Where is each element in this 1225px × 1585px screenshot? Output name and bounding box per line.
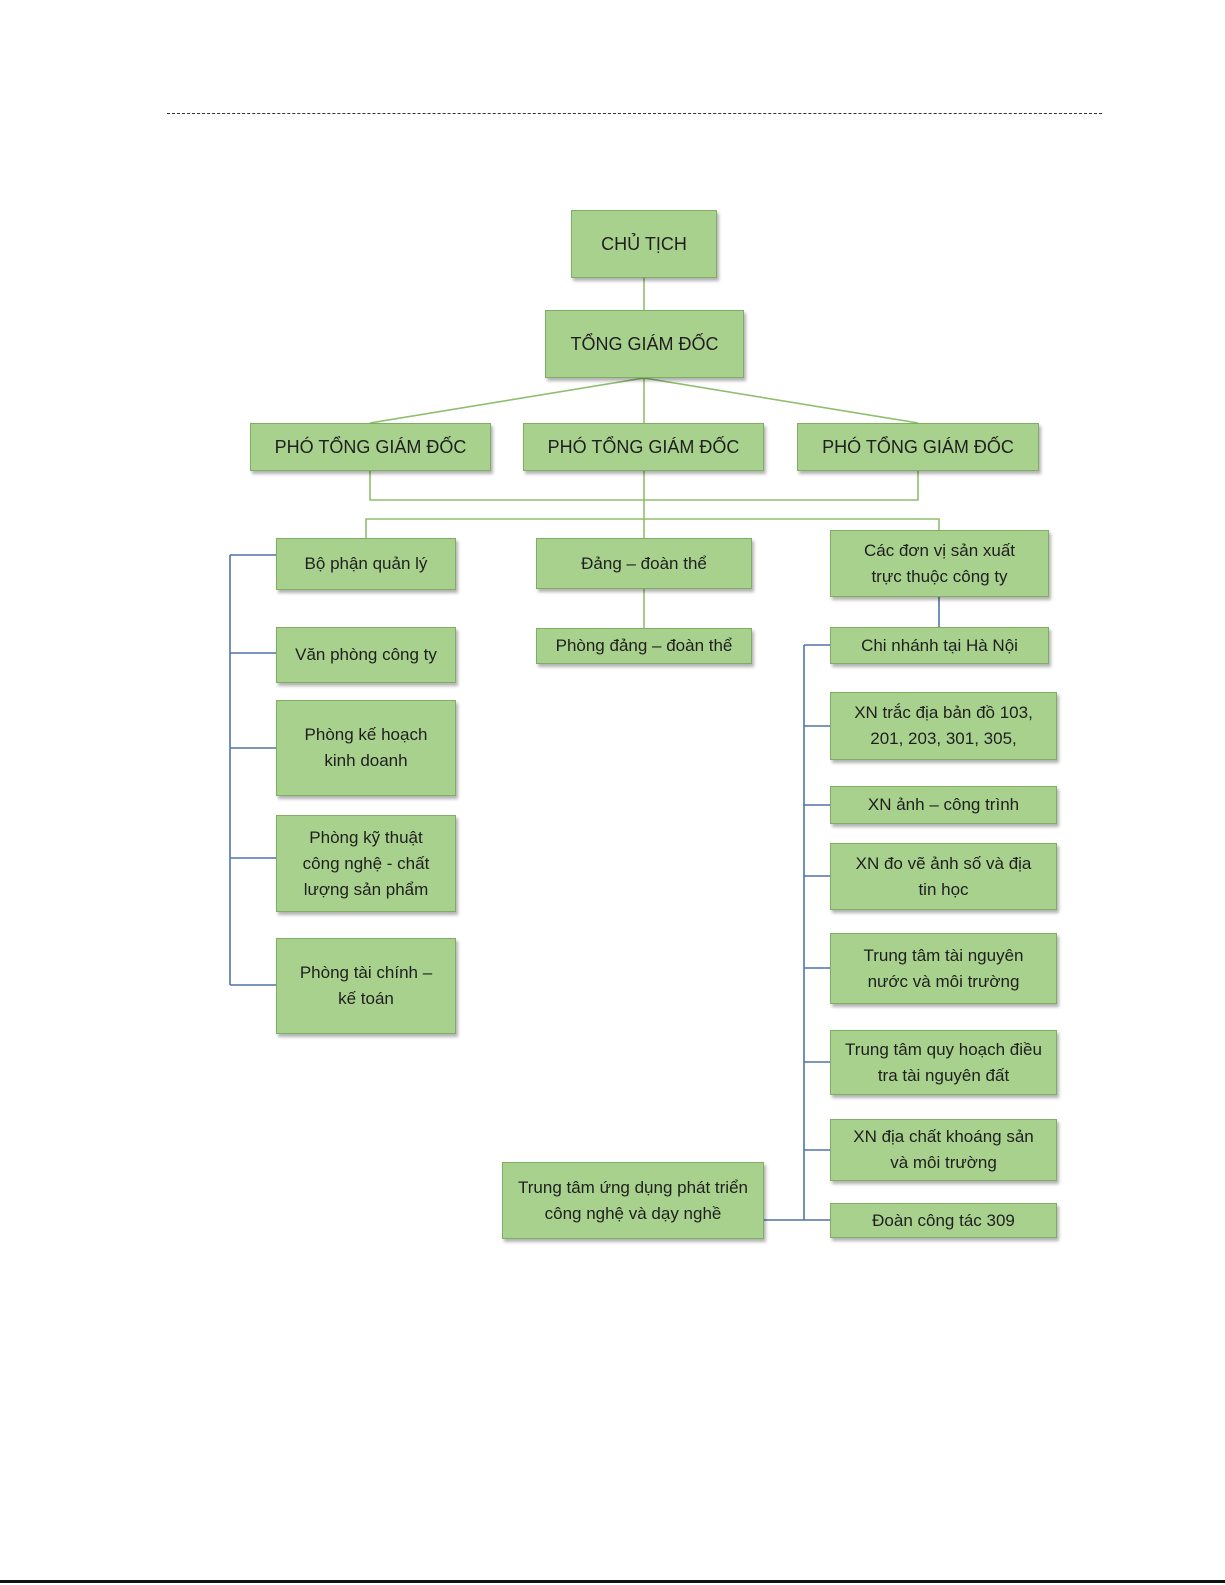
production-unit-box: Chi nhánh tại Hà Nội — [830, 627, 1049, 664]
chairman-box: CHỦ TỊCH — [571, 210, 717, 278]
party-union-label: Đảng – đoàn thể — [581, 553, 707, 573]
production-unit-box: Trung tâm tài nguyên nước và môi trường — [830, 933, 1057, 1004]
management-unit-box: Phòng kỹ thuật công nghệ - chất lượng sả… — [276, 815, 456, 912]
production-unit-label: XN ảnh – công trình — [867, 795, 1020, 814]
production-unit-label: Trung tâm quy hoạch điều tra tài nguyên … — [845, 1039, 1042, 1085]
footer-rule — [0, 1580, 1225, 1583]
production-unit-label: Chi nhánh tại Hà Nội — [861, 635, 1018, 655]
party-unit-label: Phòng đảng – đoàn thể — [555, 636, 733, 655]
production-unit-label: XN trắc địa bản đồ 103, 201, 203, 301, 3… — [854, 703, 1033, 748]
deputy-director-label: PHÓ TỔNG GIÁM ĐỐC — [547, 437, 740, 457]
deputy-director-label: PHÓ TỔNG GIÁM ĐỐC — [822, 437, 1014, 457]
deputy-director-box-3: PHÓ TỔNG GIÁM ĐỐC — [797, 423, 1039, 471]
production-units-label: Các đơn vị sản xuất trực thuộc công ty — [864, 540, 1015, 586]
production-unit-box: XN địa chất khoáng sản và môi trường — [830, 1119, 1057, 1181]
management-department-box: Bộ phận quản lý — [276, 538, 456, 590]
production-unit-box: XN đo vẽ ảnh số và địa tin học — [830, 843, 1057, 910]
production-unit-label: Trung tâm tài nguyên nước và môi trường — [863, 945, 1024, 991]
management-unit-box: Phòng tài chính – kế toán — [276, 938, 456, 1034]
production-unit-box: Đoàn công tác 309 — [830, 1203, 1057, 1238]
production-unit-label: Đoàn công tác 309 — [872, 1210, 1015, 1230]
general-director-label: TỔNG GIÁM ĐỐC — [570, 334, 719, 354]
general-director-box: TỔNG GIÁM ĐỐC — [545, 310, 744, 378]
party-union-box: Đảng – đoàn thể — [536, 538, 752, 589]
management-department-label: Bộ phận quản lý — [304, 554, 428, 573]
deputy-director-label: PHÓ TỔNG GIÁM ĐỐC — [274, 437, 467, 457]
deputy-director-box-2: PHÓ TỔNG GIÁM ĐỐC — [523, 423, 764, 471]
management-unit-box: Phòng kế hoạch kinh doanh — [276, 700, 456, 796]
production-unit-box: XN trắc địa bản đồ 103, 201, 203, 301, 3… — [830, 692, 1057, 760]
management-unit-box: Văn phòng công ty — [276, 627, 456, 683]
management-unit-label: Phòng kỹ thuật công nghệ - chất lượng sả… — [302, 827, 430, 899]
deputy-director-box-1: PHÓ TỔNG GIÁM ĐỐC — [250, 423, 491, 471]
production-unit-label: XN đo vẽ ảnh số và địa tin học — [855, 853, 1032, 899]
header-dashed-rule — [167, 113, 1102, 114]
management-unit-label: Phòng kế hoạch kinh doanh — [304, 725, 428, 770]
chairman-label: CHỦ TỊCH — [601, 234, 687, 254]
management-unit-label: Văn phòng công ty — [295, 645, 437, 664]
production-unit-box: Trung tâm quy hoạch điều tra tài nguyên … — [830, 1030, 1057, 1095]
production-unit-label: XN địa chất khoáng sản và môi trường — [853, 1127, 1034, 1172]
technology-training-center-label: Trung tâm ứng dụng phát triển công nghệ … — [518, 1177, 748, 1223]
management-unit-label: Phòng tài chính – kế toán — [299, 963, 433, 1008]
production-units-box: Các đơn vị sản xuất trực thuộc công ty — [830, 530, 1049, 597]
production-unit-box: XN ảnh – công trình — [830, 786, 1057, 824]
technology-training-center-box: Trung tâm ứng dụng phát triển công nghệ … — [502, 1162, 764, 1239]
party-unit-box: Phòng đảng – đoàn thể — [536, 628, 752, 664]
